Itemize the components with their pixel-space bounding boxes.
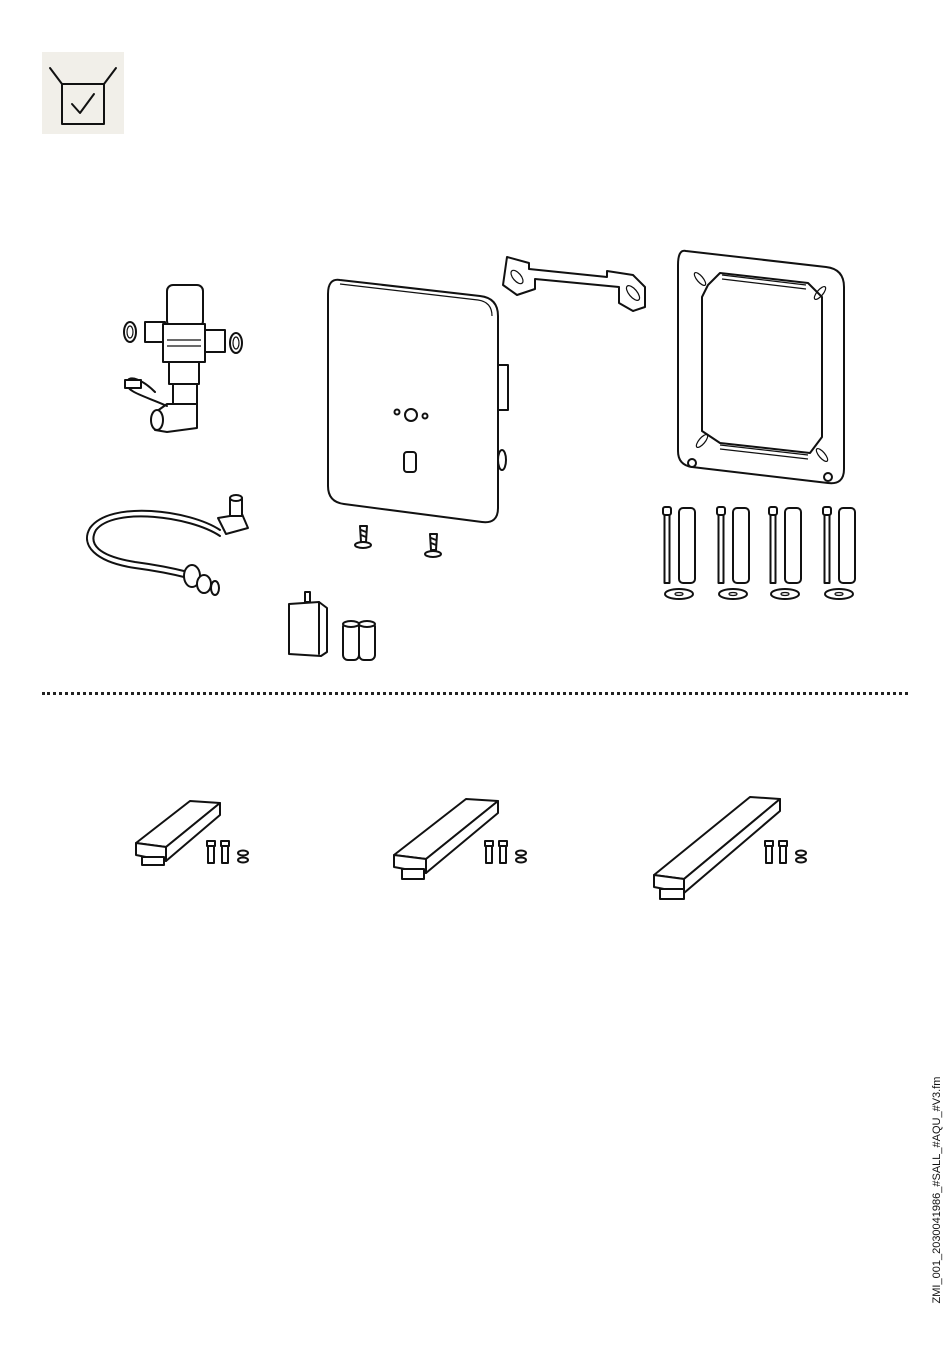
fixing-screws	[350, 518, 460, 568]
document-filename: ZMI_001_2030041986_#SALL_#AQU_#V3.fm	[931, 1077, 943, 1304]
section-divider	[42, 692, 908, 695]
box-checkmark-icon	[42, 52, 124, 134]
thermostatic-mixing-valve	[115, 280, 255, 440]
scope-of-delivery-badge	[42, 52, 124, 134]
battery-box-and-batteries	[283, 590, 403, 665]
spout-long	[648, 795, 813, 910]
mounting-frame	[672, 245, 857, 490]
spout-medium	[388, 795, 538, 890]
mounting-bracket	[495, 245, 655, 335]
electronics-cover-plate	[320, 270, 520, 530]
bolts-spacers-washers	[660, 505, 860, 605]
spout-short	[130, 795, 260, 875]
connection-hose	[80, 490, 260, 625]
